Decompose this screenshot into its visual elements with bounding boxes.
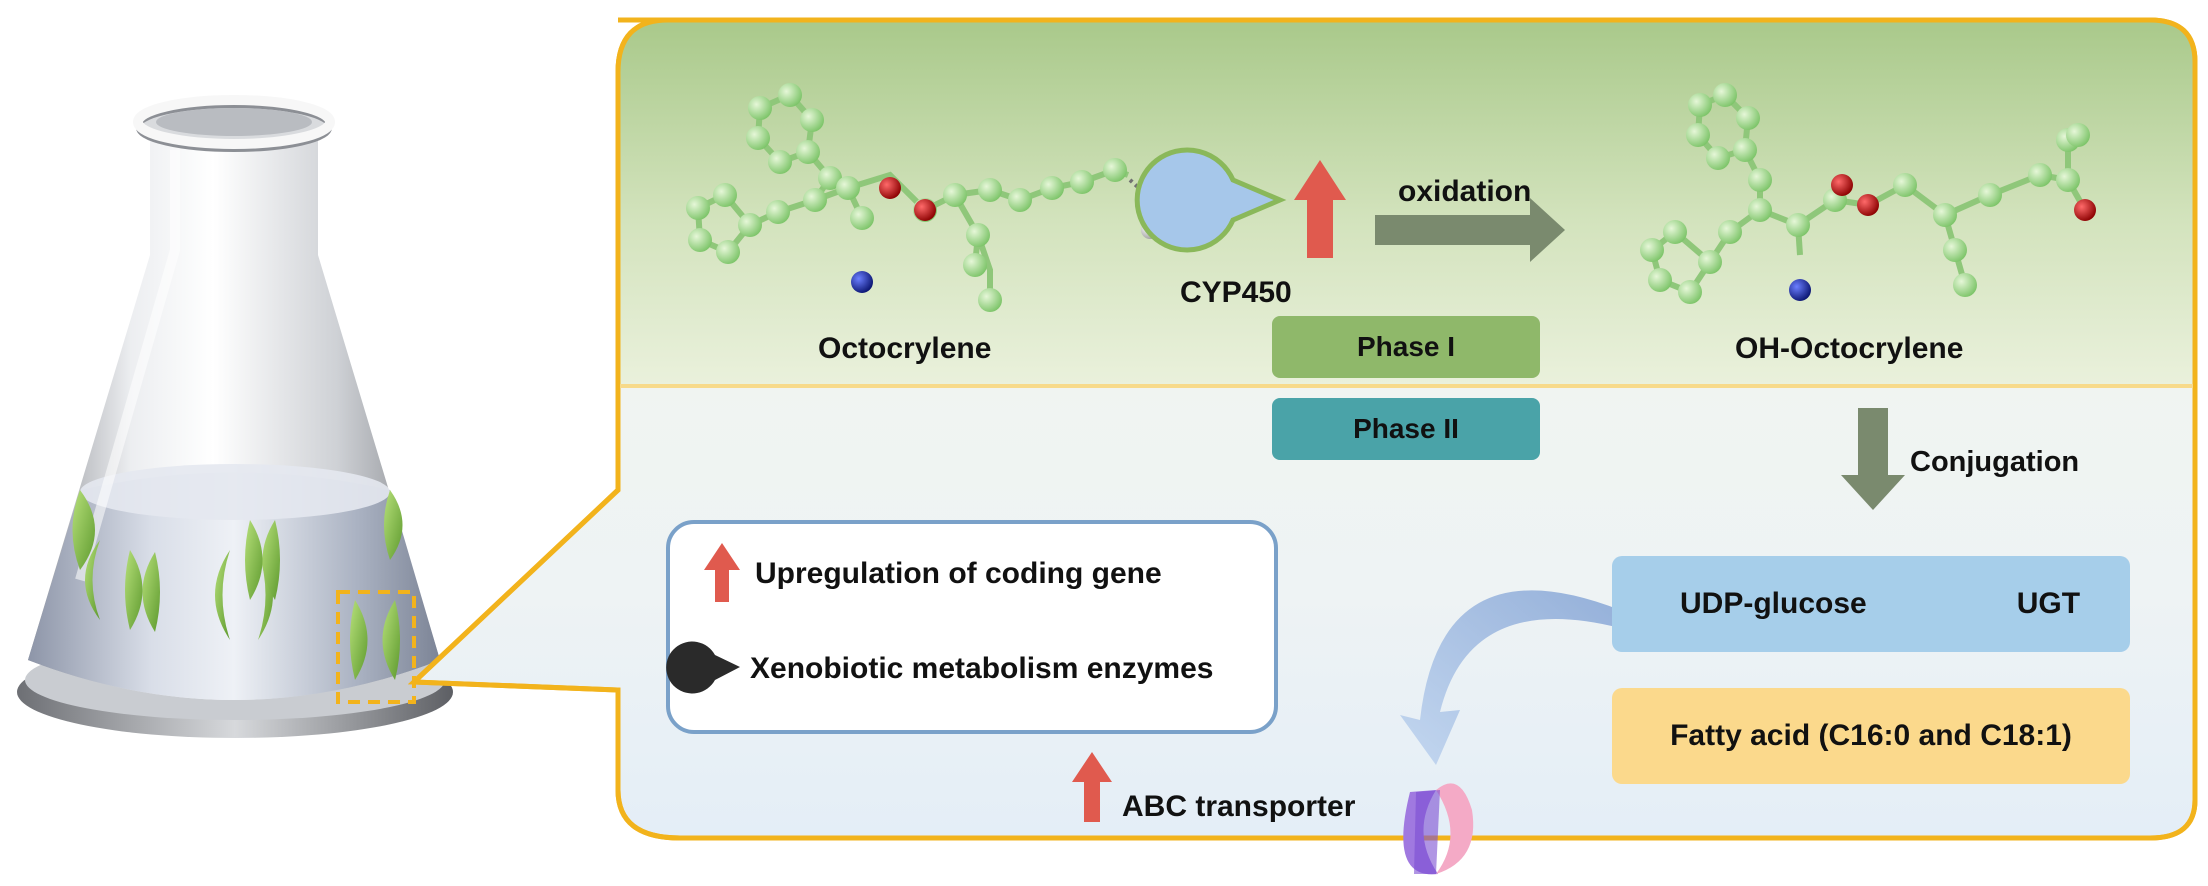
legend-box: [666, 520, 1278, 734]
ugt-label: UGT: [2016, 587, 2081, 620]
udp-glucose-box: UDP-glucose UGT: [1612, 556, 2130, 652]
phase-1-box: Phase I: [1272, 316, 1540, 378]
flask: [17, 95, 453, 738]
fatty-acid-box: Fatty acid (C16:0 and C18:1): [1612, 688, 2130, 784]
oh-octocrylene-label: OH-Octocrylene: [1735, 332, 1964, 365]
algae-cells: [72, 490, 403, 680]
legend-up-arrow-icon: [704, 543, 740, 602]
abc-transporter-up-arrow-icon: [1072, 752, 1112, 822]
octocrylene-label: Octocrylene: [818, 332, 992, 365]
conjugation-label: Conjugation: [1910, 446, 2080, 478]
conjugation-arrow: [1841, 408, 1905, 510]
legend-pacman-icon: [666, 641, 740, 694]
legend-enzymes-text: Xenobiotic metabolism enzymes: [750, 652, 1214, 685]
abc-transporter-label: ABC transporter: [1122, 790, 1356, 823]
octocrylene-molecule: [686, 83, 1202, 312]
oh-octocrylene-molecule: [1640, 83, 2096, 304]
zoom-selection-box: [336, 590, 416, 704]
oxidation-arrow: [1375, 198, 1565, 262]
legend-upregulation-text: Upregulation of coding gene: [755, 557, 1162, 590]
oxidation-label: oxidation: [1398, 175, 1532, 208]
udp-glucose-label: UDP-glucose: [1680, 587, 1867, 620]
transport-arrow: [1400, 590, 1620, 765]
cyp450-upregulation-icon: [1294, 160, 1346, 258]
cyp450-label: CYP450: [1180, 276, 1292, 309]
abc-transporter-icon: [1403, 783, 1474, 875]
cyp450-enzyme-icon: [1134, 147, 1287, 253]
phase-2-box: Phase II: [1272, 398, 1540, 460]
